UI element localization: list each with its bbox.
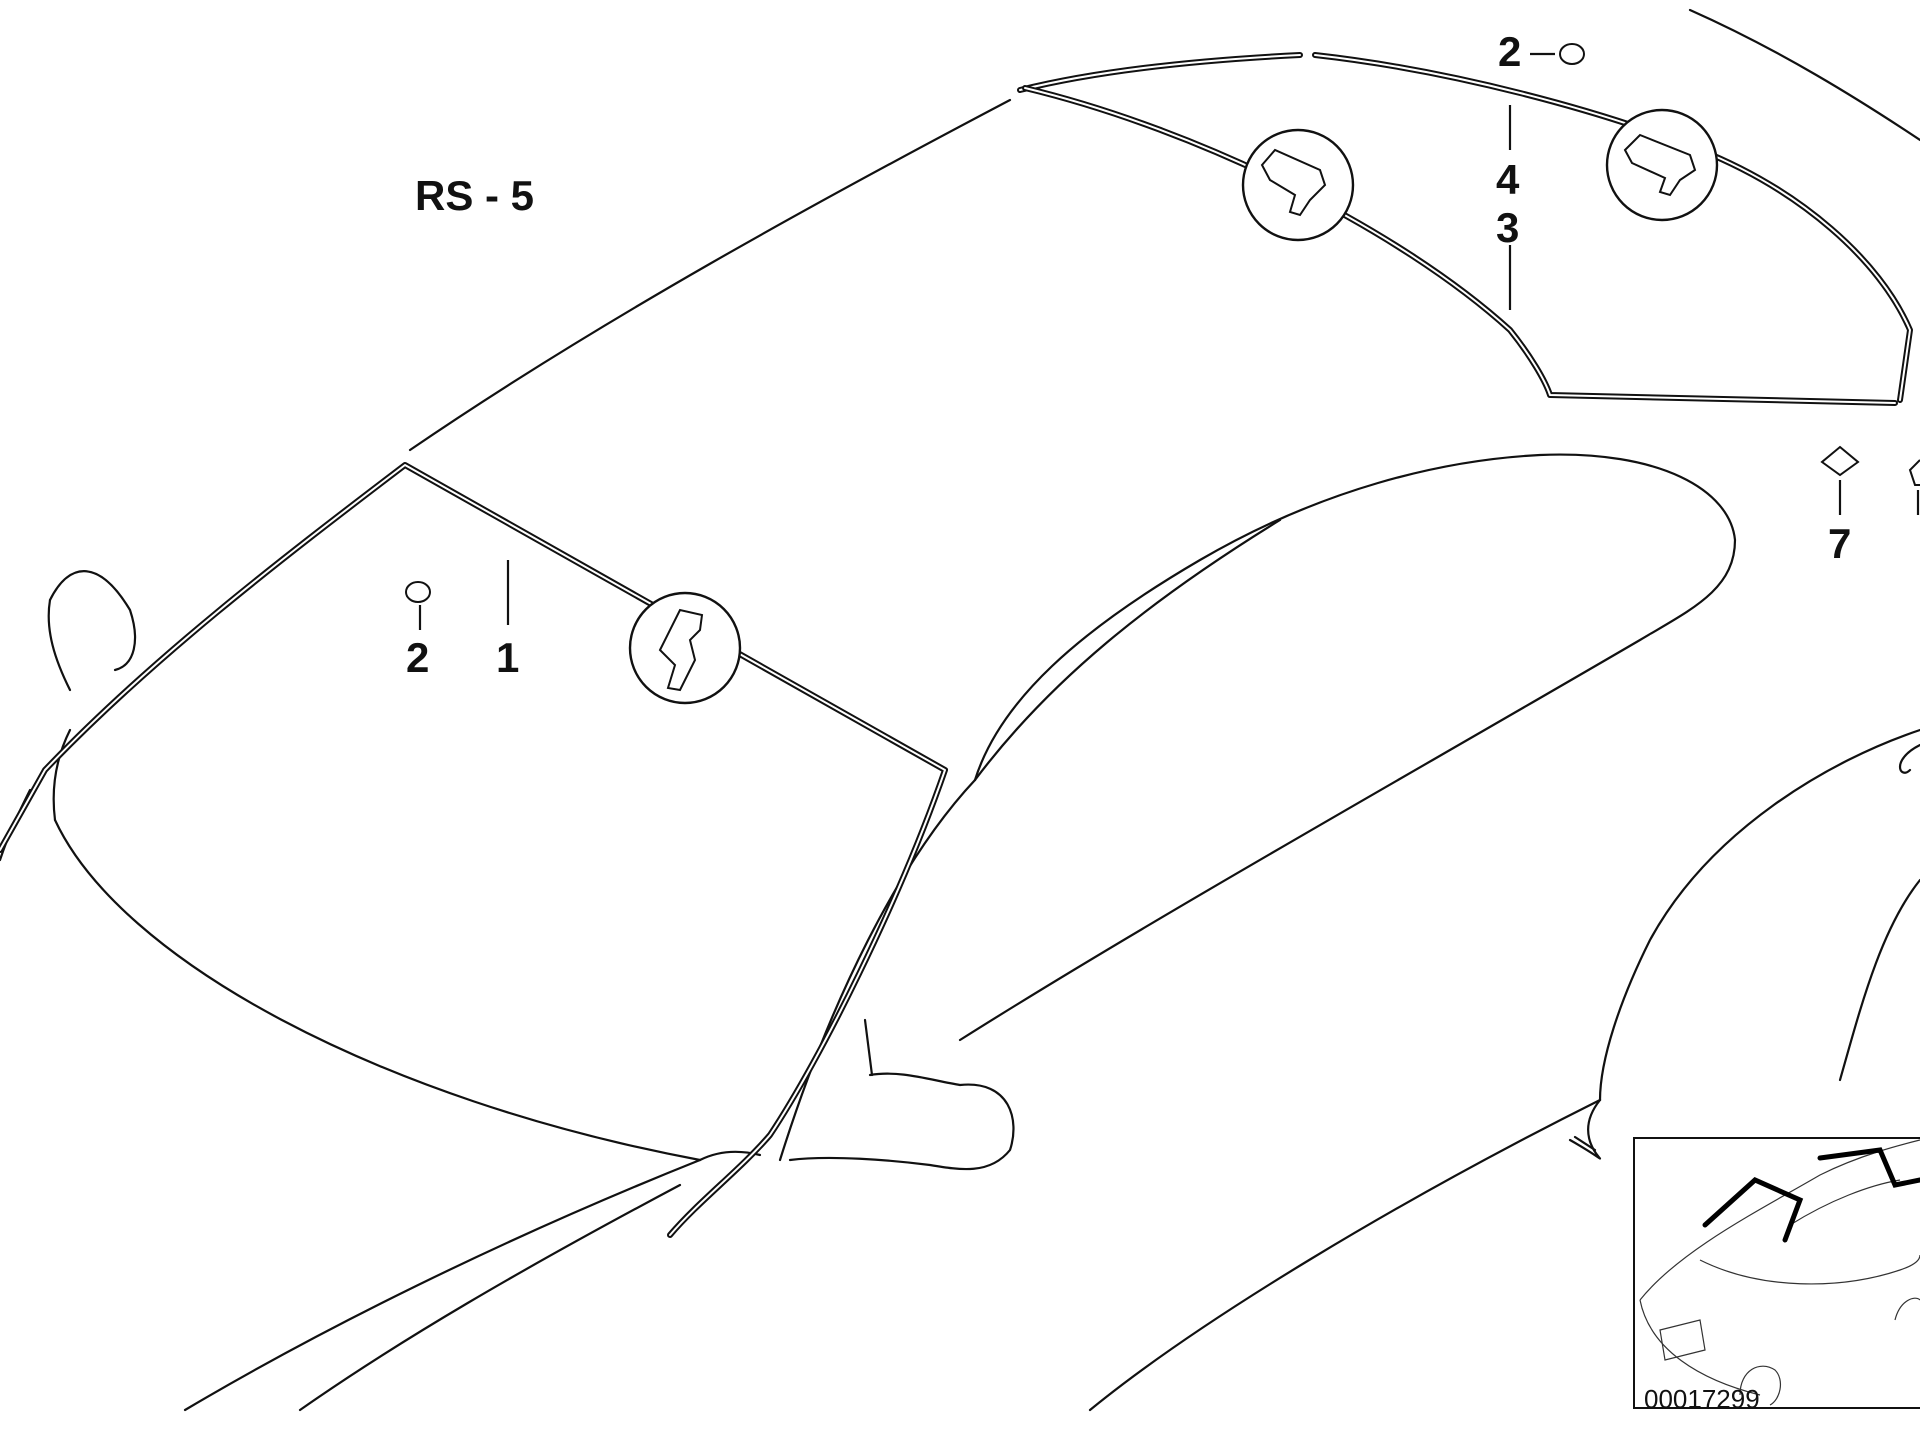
section-label: RS - 5 [415, 172, 534, 219]
callout-2-front: 2 [406, 634, 429, 681]
rear-window-seal [1017, 52, 1913, 406]
reference-number: 00017299 [1644, 1384, 1760, 1414]
callout-1: 1 [496, 634, 519, 681]
callout-3: 3 [1496, 204, 1519, 251]
callout-7: 7 [1828, 520, 1851, 567]
car-body-outline [0, 8, 1920, 1412]
detail-circle-rear-right [1605, 108, 1719, 222]
callout-2-rear: 2 [1498, 28, 1521, 75]
detail-circle-rear-left [1241, 128, 1355, 242]
windscreen-seal [0, 462, 948, 1238]
locator-thumbnail: 00017299 [1633, 1137, 1920, 1414]
clip-part-2-rear [1559, 43, 1585, 65]
clip-part-7 [1820, 445, 1920, 486]
leader-lines [418, 52, 1920, 630]
clip-part-2-front [405, 581, 431, 603]
detail-circle-windscreen [628, 591, 742, 705]
callout-4: 4 [1496, 156, 1520, 203]
